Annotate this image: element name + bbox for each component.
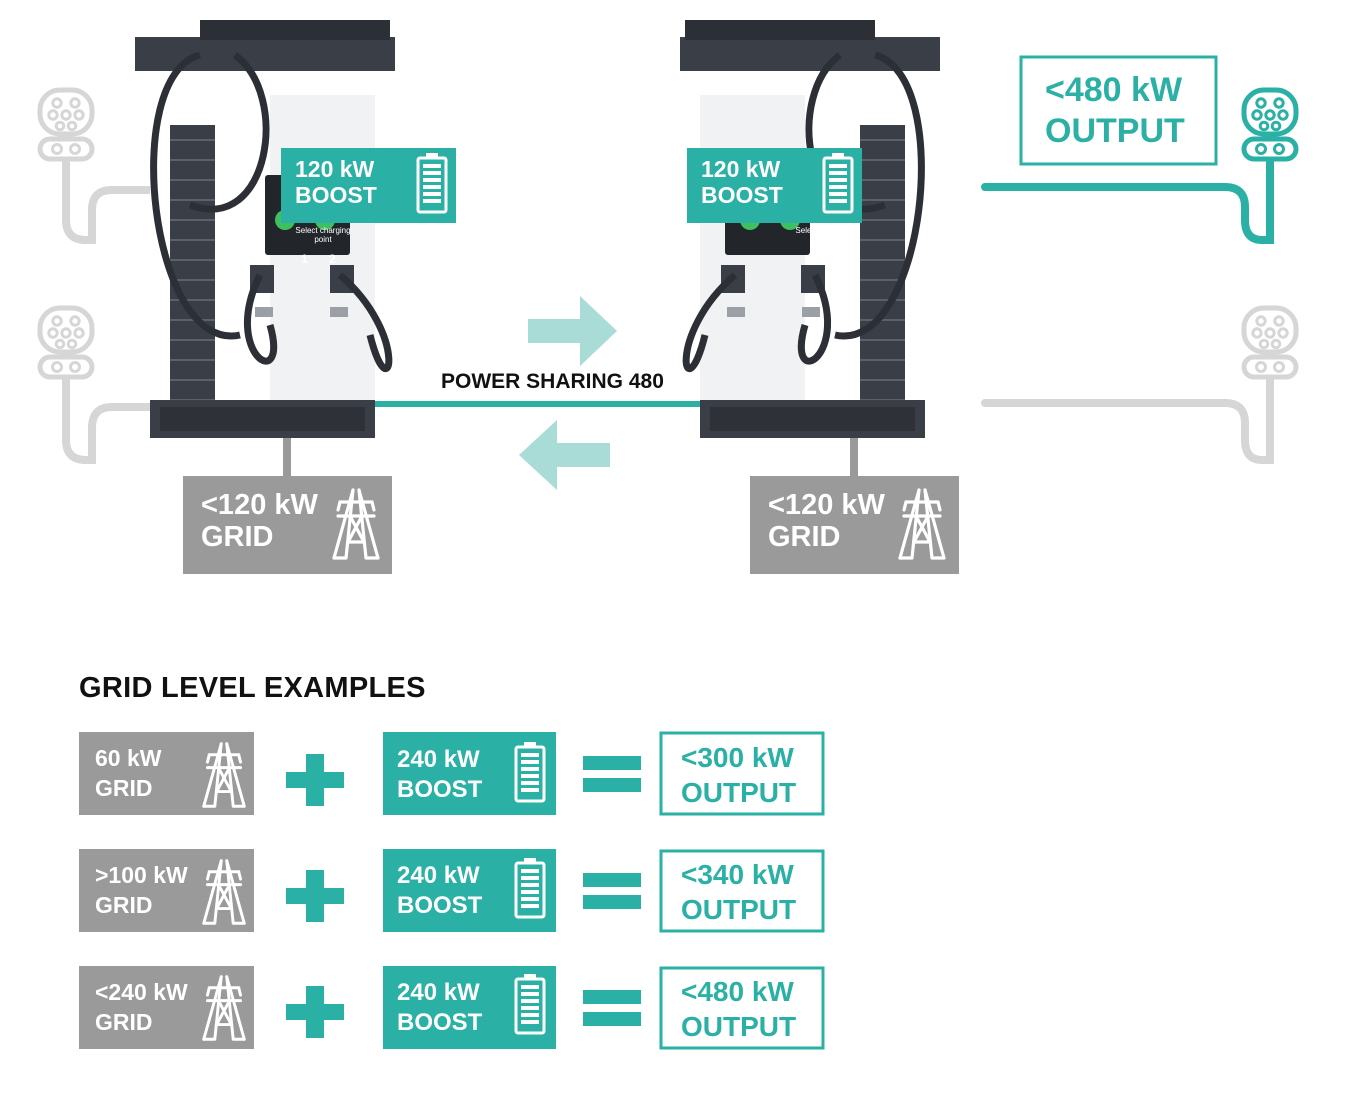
plus-icon: [286, 870, 344, 922]
plus-icon: [286, 754, 344, 806]
row3-grid-power: <240 kW: [95, 979, 188, 1005]
row1-grid-label: 60 kW GRID: [95, 744, 161, 804]
screen-subtitle: point: [314, 234, 332, 244]
right-screen-point-2[interactable]: 2: [834, 252, 841, 266]
left-boost-label: 120 kW BOOST: [295, 156, 377, 209]
ccs-connector-icon: [1244, 308, 1296, 377]
right-boost-word: BOOST: [701, 181, 783, 208]
row1-grid-power: 60 kW: [95, 745, 162, 771]
row1-boost-power: 240 kW: [397, 746, 480, 773]
left-grid-label: <120 kW GRID: [201, 489, 318, 554]
left-screen-point-1[interactable]: 1: [301, 252, 308, 266]
right-boost-power: 120 kW: [701, 156, 781, 182]
row1-boost-label: 240 kW BOOST: [397, 745, 482, 805]
section-title: GRID LEVEL EXAMPLES: [79, 672, 426, 704]
example-row-1: [79, 731, 825, 816]
row2-grid-label: >100 kW GRID: [95, 861, 188, 921]
left-boost-power: 120 kW: [295, 156, 375, 182]
left-screen-point-2[interactable]: 2: [329, 252, 336, 266]
left-grid-power: <120 kW: [201, 489, 318, 521]
row2-boost-label: 240 kW BOOST: [397, 861, 482, 921]
example-row-2: [79, 849, 825, 933]
top-output-word: OUTPUT: [1045, 111, 1185, 150]
right-screen-text: Select charging point: [794, 226, 852, 245]
row3-boost-word: BOOST: [397, 1009, 483, 1036]
row3-grid-label: <240 kW GRID: [95, 978, 188, 1038]
right-boost-label: 120 kW BOOST: [701, 156, 783, 209]
right-grid-word: GRID: [768, 521, 841, 554]
row2-boost-word: BOOST: [397, 892, 483, 919]
left-screen-text: Select charging point: [294, 226, 352, 245]
example-row-3: [79, 966, 825, 1050]
arrow-right-icon: [528, 296, 617, 366]
row1-grid-word: GRID: [95, 774, 153, 801]
left-grid-word: GRID: [201, 521, 274, 554]
equals-icon: [583, 756, 641, 770]
row2-output-word: OUTPUT: [681, 894, 797, 925]
row3-grid-word: GRID: [95, 1008, 153, 1035]
equals-icon: [583, 873, 641, 887]
right-grid-label: <120 kW GRID: [768, 489, 885, 554]
screen-subtitle: point: [814, 234, 832, 244]
row1-output-word: OUTPUT: [681, 777, 797, 808]
power-sharing-label: POWER SHARING 480: [441, 370, 664, 393]
row1-output-label: <300 kW OUTPUT: [681, 740, 796, 810]
screen-title: Select charging: [295, 226, 351, 235]
row1-output-power: <300 kW: [681, 742, 794, 773]
row3-output-power: <480 kW: [681, 976, 794, 1007]
row3-boost-label: 240 kW BOOST: [397, 978, 482, 1038]
equals-icon: [583, 990, 641, 1004]
right-screen-point-1[interactable]: 1: [806, 252, 813, 266]
output-connector-line: [981, 156, 1274, 244]
left-connector-lines: [62, 156, 164, 464]
row1-boost-word: BOOST: [397, 776, 483, 803]
left-charger: [135, 20, 395, 438]
row2-grid-power: >100 kW: [95, 862, 188, 888]
ccs-connector-icon: [40, 308, 92, 377]
left-boost-word: BOOST: [295, 181, 377, 208]
row2-output-label: <340 kW OUTPUT: [681, 857, 796, 927]
row2-boost-power: 240 kW: [397, 862, 480, 889]
ccs-connector-icon: [1244, 90, 1296, 159]
screen-title: Select charging: [795, 226, 851, 235]
right-lower-connector-line: [981, 374, 1274, 464]
row2-grid-word: GRID: [95, 891, 153, 918]
top-output-power: <480 kW: [1045, 71, 1183, 109]
right-grid-power: <120 kW: [768, 489, 885, 521]
plus-icon: [286, 986, 344, 1038]
top-output-label: <480 kW OUTPUT: [1045, 70, 1185, 152]
row3-output-label: <480 kW OUTPUT: [681, 974, 796, 1044]
row2-output-power: <340 kW: [681, 859, 794, 890]
ccs-connector-icon: [40, 90, 92, 159]
top-output-box: [1019, 55, 1218, 166]
row3-output-word: OUTPUT: [681, 1011, 797, 1042]
arrow-left-icon: [519, 420, 610, 490]
row3-boost-power: 240 kW: [397, 979, 480, 1006]
